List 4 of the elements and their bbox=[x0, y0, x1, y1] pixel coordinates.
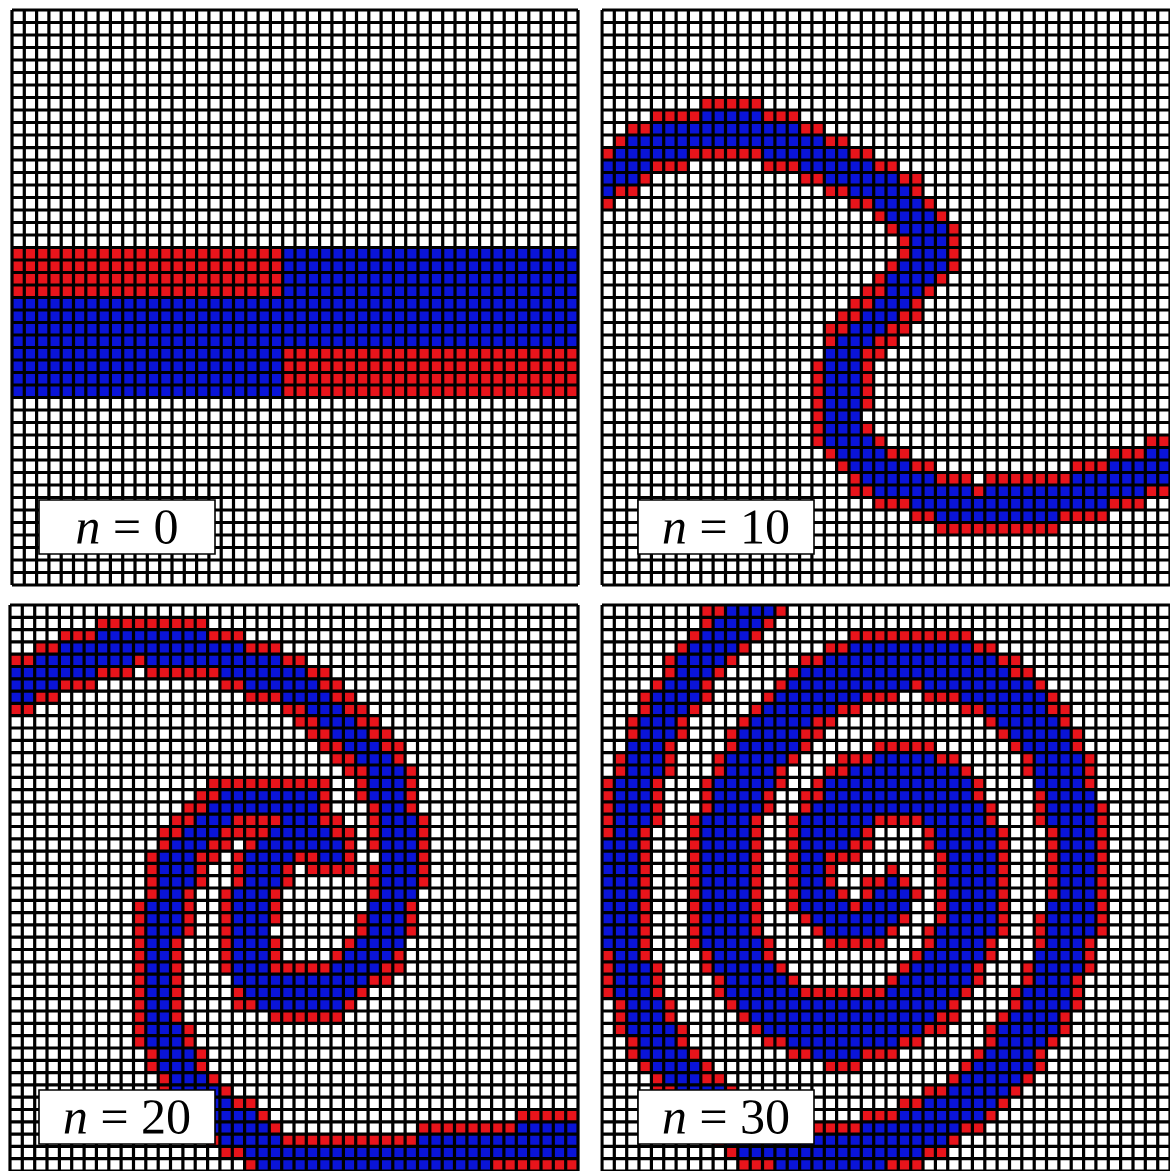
step-label: n = 10 bbox=[637, 499, 815, 555]
step-label: n = 20 bbox=[38, 1089, 216, 1145]
step-label: n = 0 bbox=[38, 499, 216, 555]
step-label: n = 30 bbox=[637, 1089, 815, 1145]
